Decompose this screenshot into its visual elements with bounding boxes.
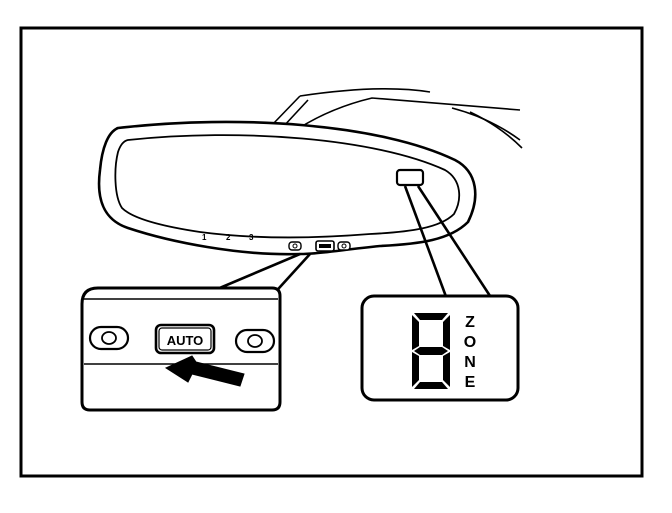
zone-letter-z: Z: [465, 314, 475, 331]
zone-callout: 8 Z O N E: [360, 294, 520, 402]
mirror-left-button[interactable]: [288, 241, 302, 251]
position-label-2: 2: [226, 233, 231, 242]
press-arrow-icon: [164, 355, 245, 387]
rearview-mirror: 1 2 3: [97, 120, 477, 256]
callout-left-button[interactable]: [88, 325, 130, 351]
zone-letter-e: E: [465, 374, 476, 391]
zone-display-window: [395, 168, 425, 187]
auto-button-label: AUTO: [167, 333, 204, 348]
position-label-3: 3: [249, 233, 254, 242]
mirror-right-button[interactable]: [337, 241, 351, 251]
zone-letter-o: O: [464, 334, 476, 351]
button-callout: AUTO: [80, 286, 282, 412]
callout-auto-button[interactable]: AUTO: [154, 323, 216, 355]
callout-right-button[interactable]: [234, 328, 276, 354]
zone-leader-left: [403, 185, 450, 303]
zone-digit-icon: [412, 313, 450, 389]
zone-leader-right: [416, 185, 496, 303]
zone-letter-n: N: [464, 354, 476, 371]
mirror-glass: [114, 134, 461, 239]
position-label-1: 1: [202, 233, 207, 242]
